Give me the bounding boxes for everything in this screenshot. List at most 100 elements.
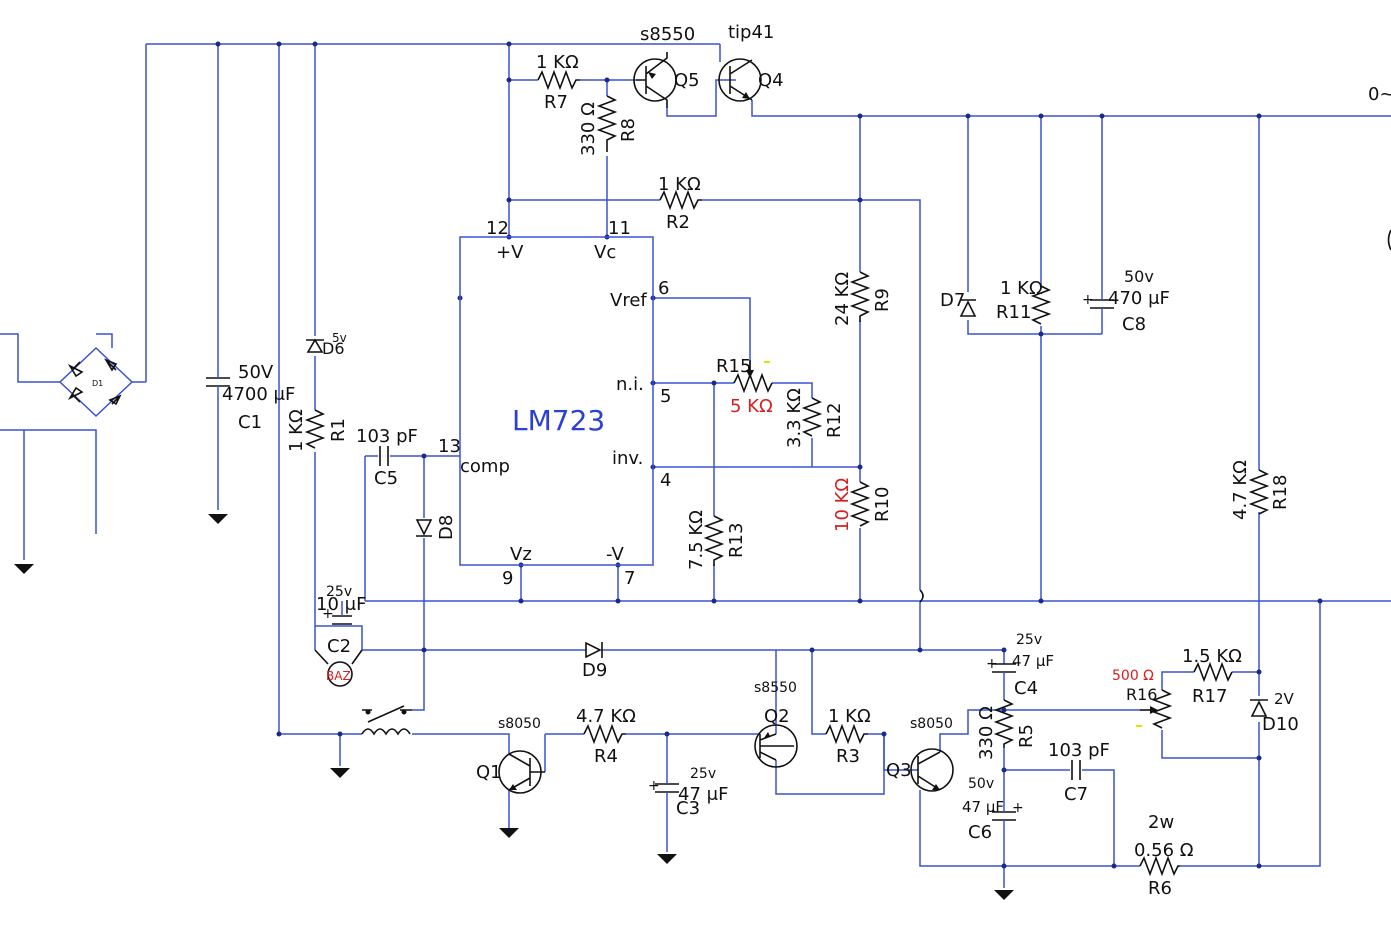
- ic-ni: n.i.: [616, 374, 644, 395]
- ic-pin6: 6: [658, 278, 669, 299]
- r8-value: 330 Ω: [578, 102, 599, 156]
- r4-value: 4.7 KΩ: [576, 706, 636, 727]
- r6-ref: R6: [1148, 878, 1172, 899]
- r7-resistor: 1 KΩ R7: [536, 52, 580, 113]
- svg-text:+: +: [1082, 292, 1094, 308]
- r12-resistor: 3.3 KΩ R12: [784, 388, 845, 448]
- r8-resistor: 330 Ω R8: [578, 95, 639, 156]
- r13-value: 7.5 KΩ: [686, 510, 707, 570]
- r15-potentiometer: R15 5 KΩ: [716, 356, 773, 417]
- r5-resistor: 330 Ω R5: [976, 699, 1037, 760]
- page-edge-mark: [1387, 229, 1391, 251]
- ic-minusv: -V: [606, 544, 624, 565]
- bridge-rectifier: D1: [58, 346, 134, 418]
- r2-value: 1 KΩ: [658, 174, 701, 195]
- c2-value: 10 μF: [316, 594, 366, 615]
- r11-resistor: 1 KΩ R11: [996, 278, 1052, 325]
- d7-diode: D7: [940, 290, 977, 317]
- d6-zener: 5v D6: [306, 331, 347, 358]
- r3-value: 1 KΩ: [828, 706, 871, 727]
- q3-ref: Q3: [886, 760, 912, 781]
- r18-resistor: 4.7 KΩ R18: [1230, 460, 1291, 520]
- c5-value: 103 pF: [356, 426, 418, 447]
- d8-diode: D8: [415, 515, 457, 540]
- c4-voltage: 25v: [1016, 632, 1042, 648]
- q2-type: s8550: [754, 680, 797, 696]
- r5-value: 330 Ω: [976, 706, 997, 760]
- ic-pin13: 13: [438, 436, 461, 457]
- c8-value: 470 μF: [1108, 288, 1170, 309]
- c8-ref: C8: [1122, 314, 1146, 335]
- r3-ref: R3: [836, 746, 860, 767]
- r7-value: 1 KΩ: [536, 52, 579, 73]
- r5-ref: R5: [1016, 724, 1037, 748]
- c8-capacitor: + 50v 470 μF C8: [1082, 267, 1170, 335]
- r1-resistor: 1 KΩ R1: [286, 409, 349, 452]
- c3-voltage: 25v: [690, 766, 716, 782]
- q5-transistor: s8550 Q5: [633, 24, 700, 108]
- q4-transistor: tip41 Q4: [718, 22, 784, 102]
- d1-label: D1: [92, 379, 103, 388]
- c5-ref: C5: [374, 468, 398, 489]
- r1-value: 1 KΩ: [286, 409, 307, 452]
- d10-zener: 2V D10: [1250, 690, 1299, 735]
- c6-ref: C6: [968, 822, 992, 843]
- r2-ref: R2: [666, 212, 690, 233]
- d6-rating: 5v: [332, 331, 347, 345]
- ic-pin7: 7: [624, 568, 635, 589]
- ic-plusv: +V: [496, 242, 524, 263]
- q5-type: s8550: [640, 24, 695, 45]
- c1-capacitor: 50V 4700 μF C1: [206, 362, 295, 433]
- r15-value: 5 KΩ: [730, 396, 773, 417]
- r16-value: 500 Ω: [1112, 668, 1154, 684]
- c7-ref: C7: [1064, 784, 1088, 805]
- q2-ref: Q2: [764, 706, 790, 727]
- c3-value: 47 μF: [678, 784, 728, 805]
- relay: [361, 705, 412, 736]
- c3-capacitor: + 25v 47 μF C3: [648, 766, 728, 819]
- c6-voltage: 50v: [968, 776, 994, 792]
- c6-capacitor: + 50v 47 μF C6: [962, 776, 1024, 843]
- c2-capacitor: 25v 10 μF + C2: [316, 584, 366, 657]
- r6-value: 0.56 Ω: [1134, 840, 1194, 861]
- r6-rating: 2w: [1148, 812, 1174, 833]
- c1-ref: C1: [238, 412, 262, 433]
- r13-ref: R13: [726, 523, 747, 558]
- svg-text:+: +: [648, 778, 660, 794]
- q5-ref: Q5: [674, 70, 700, 91]
- d9-ref: D9: [582, 660, 607, 681]
- wires: [0, 43, 1391, 888]
- d6-ref: D6: [322, 339, 345, 358]
- r11-ref: R11: [996, 302, 1031, 323]
- q1-type: s8050: [498, 716, 541, 732]
- r17-value: 1.5 KΩ: [1182, 646, 1242, 667]
- r10-resistor: 10 KΩ R10: [832, 478, 893, 532]
- c2-voltage: 25v: [326, 584, 352, 600]
- c4-capacitor: + 25v 47 μF C4: [986, 632, 1054, 699]
- q1-ref: Q1: [476, 762, 502, 783]
- ic-vz: Vz: [510, 544, 532, 565]
- svg-text:+: +: [1012, 800, 1024, 816]
- ic-vref: Vref: [610, 290, 647, 311]
- c4-ref: C4: [1014, 678, 1038, 699]
- r12-value: 3.3 KΩ: [784, 388, 805, 448]
- r7-ref: R7: [544, 92, 568, 113]
- wire-crossover-hop: [919, 589, 924, 603]
- r9-value: 24 KΩ: [832, 272, 853, 326]
- c3-ref: C3: [676, 798, 700, 819]
- c7-value: 103 pF: [1048, 740, 1110, 761]
- ic-pin5: 5: [660, 386, 671, 407]
- c6-value: 47 μF: [962, 798, 1004, 816]
- r8-ref: R8: [618, 118, 639, 142]
- q3-type: s8050: [910, 716, 953, 732]
- svg-text:+: +: [986, 656, 998, 672]
- output-label: 0~: [1368, 84, 1391, 105]
- q4-type: tip41: [728, 22, 774, 43]
- ic-comp: comp: [460, 456, 510, 477]
- r1-ref: R1: [328, 418, 349, 442]
- c7-capacitor: 103 pF C7: [1048, 740, 1110, 805]
- r4-resistor: 4.7 KΩ R4: [576, 706, 636, 767]
- ic-vc: Vc: [594, 242, 616, 263]
- ic-pin9: 9: [502, 568, 513, 589]
- ic-name: LM723: [512, 404, 605, 437]
